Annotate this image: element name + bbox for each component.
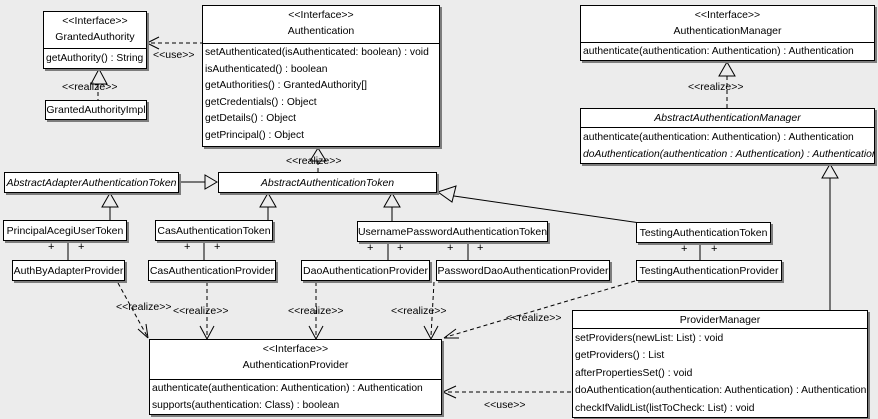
association-plus-label: + (477, 242, 484, 254)
method-label: afterPropertiesSet() : void (575, 367, 693, 379)
realize-edge-label: <<realize>> (288, 305, 344, 317)
class-box-authentication-provider: <<Interface>> AuthenticationProvider aut… (149, 339, 442, 415)
class-box-authentication: <<Interface>> Authentication setAuthenti… (202, 5, 440, 147)
stereotype-label: <<Interface>> (694, 9, 761, 21)
method-label: authenticate(authentication: Authenticat… (152, 383, 423, 394)
association-plus-label: + (78, 241, 85, 253)
class-box-provider-manager: ProviderManager setProviders(newList: Li… (572, 310, 868, 418)
method-label: setProviders(newList: List) : void (575, 333, 724, 344)
method-label: getDetails() : Object (205, 113, 296, 125)
class-name: Authentication (287, 25, 355, 37)
association-plus-label: + (397, 242, 404, 254)
class-box-abstract-authentication-token: AbstractAuthenticationToken (218, 172, 437, 193)
class-name: AuthenticationManager (673, 25, 782, 37)
realize-edge-label: <<realize>> (391, 305, 447, 317)
association-plus-label: + (48, 241, 55, 253)
class-name: CasAuthenticationToken (157, 224, 271, 237)
class-box-abstract-authentication-manager: AbstractAuthenticationManager authentica… (580, 108, 875, 164)
class-name: AuthenticationProvider (242, 359, 349, 371)
class-name: AuthByAdapterProvider (13, 264, 124, 277)
method-label: setAuthenticated(isAuthenticated: boolea… (205, 47, 429, 58)
class-name: ProviderManager (679, 314, 761, 326)
association-plus-label: + (184, 241, 191, 253)
method-label: doAuthentication(authentication : Authen… (583, 149, 874, 160)
class-box-granted-authority: <<Interface>> GrantedAuthority getAuthor… (43, 11, 147, 69)
method-label: authenticate(authentication: Authenticat… (583, 132, 854, 143)
method-label: getAuthority() : String (46, 53, 144, 64)
class-name: CasAuthenticationProvider (149, 264, 275, 277)
class-box-password-dao-authentication-provider: PasswordDaoAuthenticationProvider (436, 260, 610, 281)
method-label: isAuthenticated() : boolean (205, 63, 328, 75)
method-label: getProviders() : List (575, 350, 665, 362)
class-box-testing-authentication-token: TestingAuthenticationToken (636, 222, 771, 243)
class-box-granted-authority-impl: GrantedAuthorityImpl (45, 100, 147, 120)
stereotype-label: <<Interface>> (262, 343, 329, 355)
association-plus-label: + (711, 243, 718, 255)
class-box-dao-authentication-provider: DaoAuthenticationProvider (301, 260, 430, 281)
method-label: getCredentials() : Object (205, 96, 317, 108)
stereotype-label: <<Interface>> (288, 9, 354, 21)
class-name: GrantedAuthority (55, 31, 135, 43)
class-name: GrantedAuthorityImpl (46, 104, 146, 116)
realize-edge-label: <<realize>> (116, 301, 172, 313)
class-box-auth-by-adapter-provider: AuthByAdapterProvider (12, 260, 125, 281)
association-plus-label: + (447, 242, 454, 254)
association-plus-label: + (214, 241, 221, 253)
stereotype-label: <<Interface>> (62, 15, 128, 27)
use-edge-label: <<use>> (153, 49, 195, 61)
class-box-cas-authentication-provider: CasAuthenticationProvider (148, 260, 276, 281)
realize-edge-label: <<realize>> (173, 305, 229, 317)
realize-edge-label: <<realize>> (506, 312, 562, 324)
association-plus-label: + (681, 243, 688, 255)
class-box-abstract-adapter-authentication-token: AbstractAdapterAuthenticationToken (4, 172, 179, 193)
class-name: AbstractAuthenticationToken (260, 176, 395, 189)
class-name: AbstractAdapterAuthenticationToken (6, 176, 177, 189)
method-label: doAuthentication(authentication: Authent… (575, 385, 867, 397)
method-label: checkIfValidList(listToCheck: List) : vo… (575, 402, 755, 414)
class-name: DaoAuthenticationProvider (303, 264, 428, 277)
realize-edge-label: <<realize>> (286, 155, 342, 167)
method-label: getPrincipal() : Object (205, 129, 305, 141)
class-name: TestingAuthenticationToken (639, 226, 768, 239)
association-plus-label: + (367, 242, 374, 254)
realize-edge-label: <<realize>> (62, 81, 118, 93)
class-box-username-password-authentication-token: UsernamePasswordAuthenticationToken (357, 221, 548, 242)
class-name: TestingAuthenticationProvider (639, 264, 779, 277)
class-name: PrincipalAcegiUserToken (6, 224, 124, 237)
class-box-authentication-manager: <<Interface>> AuthenticationManager auth… (580, 5, 875, 61)
realize-edge-label: <<realize>> (688, 81, 744, 93)
class-name: UsernamePasswordAuthenticationToken (357, 225, 548, 238)
method-label: supports(authentication: Class) : boolea… (152, 399, 340, 411)
class-box-cas-authentication-token: CasAuthenticationToken (155, 220, 273, 241)
method-label: authenticate(authentication: Authenticat… (583, 46, 854, 57)
class-box-testing-authentication-provider: TestingAuthenticationProvider (636, 260, 782, 281)
use-edge-label: <<use>> (484, 399, 526, 411)
class-name: AbstractAuthenticationManager (654, 112, 801, 124)
class-name: PasswordDaoAuthenticationProvider (437, 264, 609, 277)
class-box-principal-acegi-user-token: PrincipalAcegiUserToken (3, 220, 127, 241)
method-label: getAuthorities() : GrantedAuthority[] (205, 80, 367, 92)
